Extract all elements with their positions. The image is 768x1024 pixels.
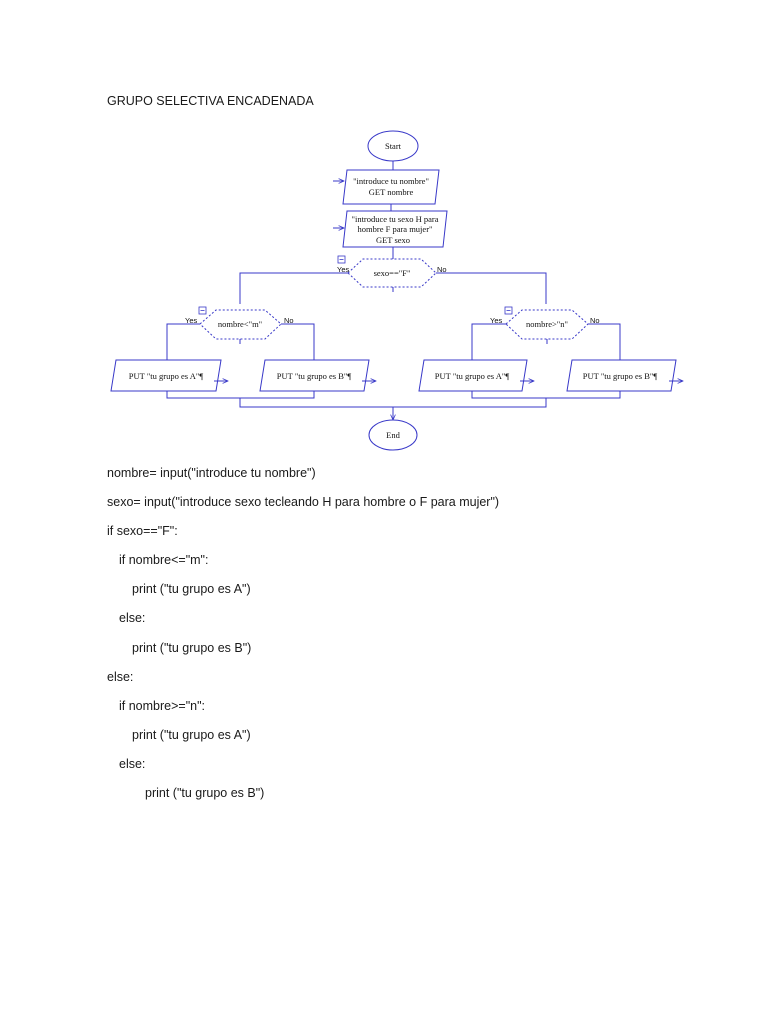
branch-yes-line xyxy=(471,323,506,360)
input-sexo-line1: "introduce tu sexo H para xyxy=(351,214,438,224)
code-line: else: xyxy=(119,611,146,625)
end-label: End xyxy=(386,430,400,440)
start-label: Start xyxy=(385,141,402,151)
input-sexo-node: "introduce tu sexo H para hombre F para … xyxy=(342,210,448,248)
branch-no-line xyxy=(588,323,621,360)
input-nombre-line1: "introduce tu nombre" xyxy=(353,176,429,186)
input-sexo-line3: GET sexo xyxy=(376,235,410,245)
yes-label: Yes xyxy=(337,265,349,274)
code-line: print ("tu grupo es B") xyxy=(132,641,252,655)
decision-left-label: nombre<"m" xyxy=(218,319,262,329)
output-right-a-node: PUT "tu grupo es A"¶ xyxy=(418,359,528,392)
merge-line-main xyxy=(239,398,547,408)
branch-yes-line xyxy=(166,323,200,360)
page-title: GRUPO SELECTIVA ENCADENADA xyxy=(107,94,314,108)
code-line: if sexo=="F": xyxy=(107,524,178,538)
merge-line-left xyxy=(166,391,315,399)
end-node: End xyxy=(368,419,418,451)
merge-line-right xyxy=(471,391,621,399)
code-line: else: xyxy=(107,670,134,684)
code-line: print ("tu grupo es A") xyxy=(132,582,251,596)
code-line: nombre= input("introduce tu nombre") xyxy=(107,466,316,480)
output-right-b-node: PUT "tu grupo es B"¶ xyxy=(566,359,677,392)
output-left-b-node: PUT "tu grupo es B"¶ xyxy=(259,359,370,392)
branch-no-line xyxy=(281,323,315,360)
input-nombre-line2: GET nombre xyxy=(369,187,414,197)
code-line: print ("tu grupo es B") xyxy=(145,786,265,800)
decision-left-node: nombre<"m" xyxy=(199,309,282,340)
output-label: PUT "tu grupo es A"¶ xyxy=(435,371,510,381)
decision-right-label: nombre>"n" xyxy=(526,319,568,329)
no-label: No xyxy=(284,316,294,325)
code-line: print ("tu grupo es A") xyxy=(132,728,251,742)
code-line: else: xyxy=(119,757,146,771)
output-label: PUT "tu grupo es B"¶ xyxy=(583,371,658,381)
output-label: PUT "tu grupo es B"¶ xyxy=(277,371,352,381)
yes-label: Yes xyxy=(185,316,197,325)
branch-yes-line xyxy=(239,272,348,304)
code-line: if nombre<="m": xyxy=(119,553,209,567)
yes-label: Yes xyxy=(490,316,502,325)
output-label: PUT "tu grupo es A"¶ xyxy=(129,371,204,381)
output-left-a-node: PUT "tu grupo es A"¶ xyxy=(110,359,222,392)
decision-sexo-label: sexo=="F" xyxy=(374,268,411,278)
decision-right-node: nombre>"n" xyxy=(505,309,589,340)
no-label: No xyxy=(437,265,447,274)
decision-sexo-node: sexo=="F" xyxy=(347,258,437,288)
start-node: Start xyxy=(367,130,419,162)
no-label: No xyxy=(590,316,600,325)
code-line: if nombre>="n": xyxy=(119,699,206,713)
code-line: sexo= input("introduce sexo tecleando H … xyxy=(107,495,500,509)
input-sexo-line2: hombre F para mujer" xyxy=(358,224,433,234)
flowchart-diagram: Start "introduce tu nombre" GET nombre "… xyxy=(110,130,768,451)
input-nombre-node: "introduce tu nombre" GET nombre xyxy=(342,169,440,205)
branch-no-line xyxy=(436,272,547,304)
